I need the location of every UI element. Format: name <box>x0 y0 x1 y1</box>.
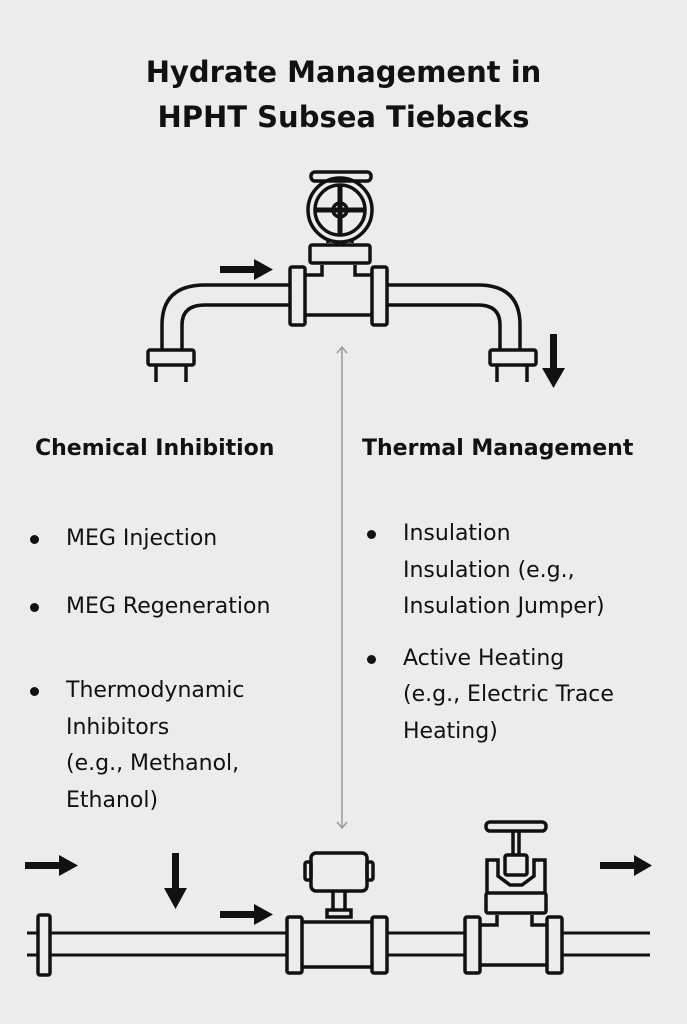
gate-valve <box>463 820 564 975</box>
flow-arrow-right-icon <box>220 259 273 280</box>
item-text: Insulation (e.g., <box>403 557 575 583</box>
item-text: MEG Injection <box>66 526 218 551</box>
title-line-1: Hydrate Management in <box>145 55 542 89</box>
item-text: Active Heating <box>403 645 565 671</box>
item-text: (e.g., Electric Trace <box>403 682 614 707</box>
item-text: (e.g., Methanol, <box>66 751 240 776</box>
thermal-list: Insulation Insulation (e.g., Insulation … <box>365 516 614 750</box>
list-item: MEG Injection <box>28 521 270 558</box>
chemical-list: MEG Injection MEG Regeneration Thermodyn… <box>28 521 270 819</box>
item-text: Insulation Jumper) <box>403 594 605 619</box>
list-item: Insulation Insulation (e.g., Insulation … <box>365 516 614 626</box>
top-jumper-pipe <box>146 283 538 382</box>
injection-arrow-down-icon <box>164 853 187 909</box>
bottom-pipeline <box>27 913 650 977</box>
heading-thermal-management: Thermal Management <box>362 436 634 461</box>
heading-chemical-inhibition: Chemical Inhibition <box>35 436 275 461</box>
item-text: Ethanol) <box>66 787 159 813</box>
item-text: Insulation <box>403 521 511 546</box>
flow-arrow-down-icon <box>542 334 565 388</box>
page-title: Hydrate Management in HPHT Subsea Tiebac… <box>0 50 687 140</box>
divider-line <box>336 345 348 830</box>
item-text: Heating) <box>403 718 498 744</box>
list-item: Thermodynamic Inhibitors (e.g., Methanol… <box>28 673 270 819</box>
item-text: Thermodynamic <box>66 678 245 703</box>
list-item: MEG Regeneration <box>28 589 270 626</box>
flow-arrow-right-icon <box>25 855 652 925</box>
title-line-2: HPHT Subsea Tiebacks <box>157 100 530 134</box>
flow-meter <box>285 851 389 975</box>
top-valve <box>288 170 389 327</box>
list-item: Active Heating (e.g., Electric Trace Hea… <box>365 641 614 751</box>
item-text: Inhibitors <box>66 714 170 740</box>
item-text: MEG Regeneration <box>66 593 271 619</box>
